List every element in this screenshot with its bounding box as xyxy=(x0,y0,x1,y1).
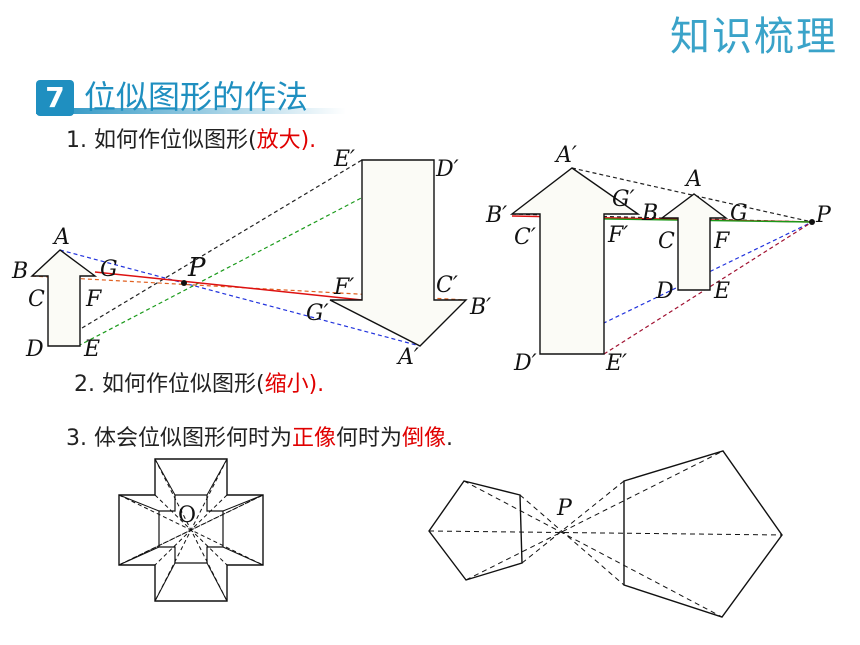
figure-enlarge-inverted: A B G C F D E P E′ D′ F′ C′ B′ G′ A′ xyxy=(11,147,491,370)
lbl-left-A: A xyxy=(52,225,70,250)
item-2: 2. 如何作位似图形(缩小). xyxy=(74,366,324,398)
lbl-right-G: G xyxy=(730,201,748,226)
lbl-right-B: B xyxy=(641,201,658,226)
cross-rays xyxy=(118,458,264,602)
pentagon-rays xyxy=(428,450,783,618)
small-pentagon xyxy=(428,480,523,581)
lbl-left-E: E xyxy=(83,337,100,362)
lbl-left-D: D xyxy=(25,337,44,362)
lbl-right-P: P xyxy=(815,203,832,228)
lbl-right-F2: F′ xyxy=(607,223,628,248)
item-1-suffix: ). xyxy=(300,128,317,153)
item-3-emphasis-2: 倒像 xyxy=(402,426,447,451)
center-point-right xyxy=(809,219,815,225)
lbl-left-C2: C′ xyxy=(436,273,458,298)
lbl-left-C: C xyxy=(28,287,45,312)
large-arrow-left xyxy=(329,159,468,347)
lbl-right-D: D xyxy=(655,279,674,304)
section-underline xyxy=(36,108,346,114)
lbl-right-A: A xyxy=(684,167,702,192)
lbl-left-D2: D′ xyxy=(435,157,459,182)
item-3-suffix: . xyxy=(446,426,454,451)
lbl-right-B2: B′ xyxy=(485,203,507,228)
item-2-suffix: ). xyxy=(308,372,325,397)
lbl-left-B: B xyxy=(11,259,28,284)
lbl-left-F2: F′ xyxy=(333,275,354,300)
item-2-prefix: 2. 如何作位似图形( xyxy=(74,372,265,397)
lbl-left-A2: A′ xyxy=(396,345,419,370)
large-arrow-right xyxy=(509,167,641,355)
center-point-left xyxy=(181,280,187,286)
small-arrow-left xyxy=(30,249,98,347)
item-1-prefix: 1. 如何作位似图形( xyxy=(66,128,257,153)
item-3-prefix: 3. 体会位似图形何时为 xyxy=(66,426,292,451)
lbl-right-C: C xyxy=(658,229,675,254)
lbl-right-A2: A′ xyxy=(554,143,577,168)
lbl-left-F: F xyxy=(85,287,102,312)
lbl-right-C2: C′ xyxy=(514,225,536,250)
lbl-right-F: F xyxy=(713,229,730,254)
ray-e xyxy=(77,159,435,347)
ray-a xyxy=(59,249,421,347)
header-title: 知识梳理 xyxy=(670,14,838,60)
lbl-left-E2: E′ xyxy=(333,147,355,172)
cross-solid-rays xyxy=(118,458,264,602)
item-1-emphasis: 放大 xyxy=(256,128,301,153)
lbl-left-B2: B′ xyxy=(469,295,491,320)
large-pentagon xyxy=(623,450,783,618)
small-arrow-right xyxy=(659,193,729,291)
item-3-mid: 何时为 xyxy=(336,426,403,451)
lbl-left-P: P xyxy=(187,253,206,283)
ray-g xyxy=(94,271,363,301)
lbl-right-G2: G′ xyxy=(612,187,635,212)
lbl-right-E: E xyxy=(713,279,730,304)
figure-cross: O xyxy=(118,458,264,602)
section-number-badge: 7 xyxy=(36,80,74,116)
ray-e2 xyxy=(603,221,813,355)
section-title: 位似图形的作法 xyxy=(84,78,309,116)
figure-enlarge-upright: A′ G′ B′ C′ F′ A B G C F D E P D′ E′ xyxy=(485,143,832,376)
lbl-right-D2: D′ xyxy=(513,351,537,376)
item-3: 3. 体会位似图形何时为正像何时为倒像. xyxy=(66,420,453,452)
item-3-emphasis-1: 正像 xyxy=(291,426,336,451)
lbl-pent-P: P xyxy=(556,496,573,521)
lbl-left-G: G xyxy=(100,257,118,282)
item-2-emphasis: 缩小 xyxy=(264,372,309,397)
lbl-left-G2: G′ xyxy=(306,301,329,326)
lbl-right-E2: E′ xyxy=(605,351,627,376)
figure-pentagons: P xyxy=(428,450,783,618)
lbl-cross-O: O xyxy=(178,503,196,528)
item-1: 1. 如何作位似图形(放大). xyxy=(66,122,316,154)
ray-d xyxy=(51,159,363,347)
